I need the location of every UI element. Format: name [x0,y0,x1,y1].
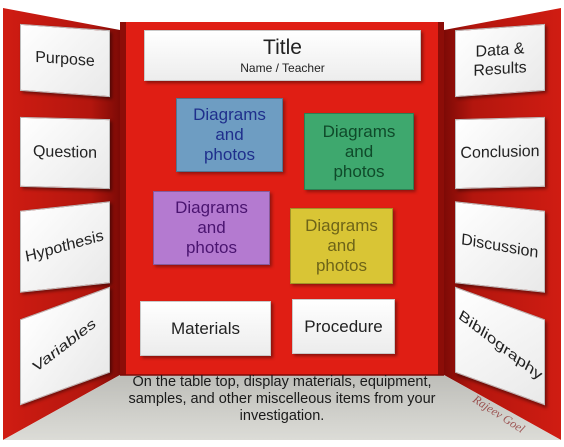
title-card: Title Name / Teacher [144,30,421,81]
procedure-card: Procedure [292,299,395,354]
variables-label: Variables [31,315,99,376]
conclusion-card: Conclusion [455,116,545,190]
purpose-card: Purpose [20,23,110,98]
materials-label: Materials [171,318,240,338]
photo-box-purple: Diagrams and photos [153,191,270,265]
name-teacher-text: Name / Teacher [240,61,325,75]
photo-label: Diagrams and photos [193,105,266,164]
discussion-card: Discussion [455,201,545,293]
title-text: Title [263,36,302,59]
conclusion-label: Conclusion [460,142,540,162]
table-top [3,375,561,440]
photo-label: Diagrams and photos [305,216,378,275]
materials-card: Materials [140,301,271,356]
hypothesis-card: Hypothesis [20,201,110,293]
data-results-label: Data & Results [473,40,527,80]
procedure-label: Procedure [304,316,383,336]
photo-box-yellow: Diagrams and photos [290,208,393,284]
photo-label: Diagrams and photos [322,121,396,181]
hypothesis-label: Hypothesis [24,227,106,266]
discussion-label: Discussion [460,231,540,262]
bibliography-label: Bibliography [456,307,545,384]
data-results-card: Data & Results [455,23,545,98]
photo-box-green: Diagrams and photos [304,113,414,190]
photo-label: Diagrams and photos [175,198,248,257]
purpose-label: Purpose [35,49,95,71]
question-card: Question [20,116,110,190]
question-label: Question [32,142,98,162]
photo-box-blue: Diagrams and photos [176,98,283,172]
table-top-note: On the table top, display materials, equ… [128,374,436,424]
